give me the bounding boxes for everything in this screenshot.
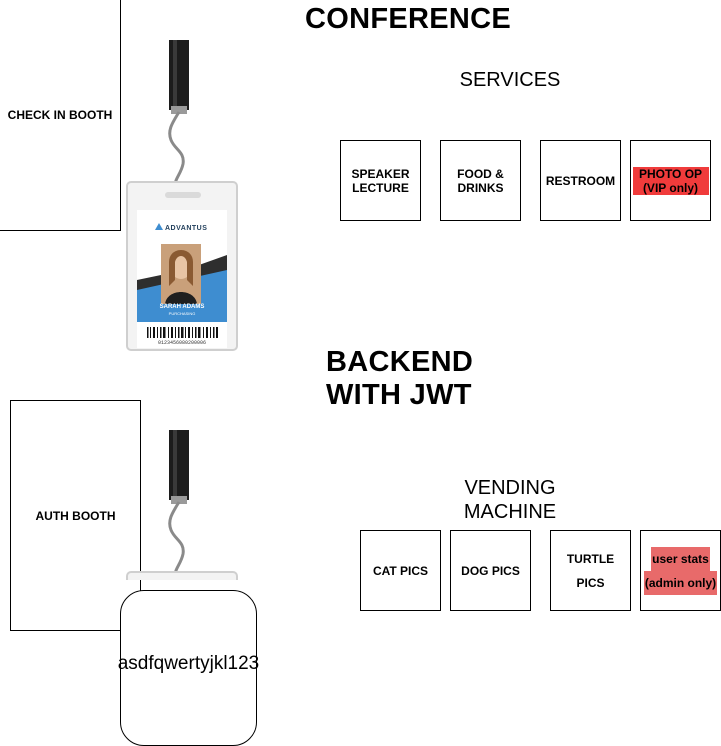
lanyard-illustration	[126, 430, 238, 580]
check-in-booth: CHECK IN BOOTH	[0, 0, 121, 231]
badge-barcode-number: 0123456080200006	[158, 340, 206, 346]
backend-title: BACKEND WITH JWT	[326, 346, 474, 411]
vending-machine-label: VENDING MACHINE	[463, 477, 557, 523]
admin-highlight-line1: user stats	[651, 546, 710, 571]
vending-user-stats-admin: user stats (admin only)	[640, 530, 721, 611]
service-photo-op-vip: PHOTO OP (VIP only)	[630, 140, 711, 221]
conference-title: CONFERENCE	[305, 3, 512, 35]
vending-turtle-pics: TURTLE PICS	[550, 530, 631, 611]
badge-name: SARAH ADAMS	[160, 304, 205, 310]
service-speaker-lecture: SPEAKER LECTURE	[340, 140, 421, 221]
services-label: SERVICES	[459, 69, 561, 91]
id-badge-illustration: ADVANTUS SARAH ADAMS PURCHASING 01234560…	[126, 40, 238, 351]
vip-highlight: PHOTO OP (VIP only)	[632, 166, 709, 195]
auth-booth-label: AUTH BOOTH	[35, 508, 116, 523]
badge-brand: ADVANTUS	[165, 225, 207, 232]
auth-booth: AUTH BOOTH	[10, 400, 141, 631]
jwt-token-card: asdfqwertyjkl123	[117, 590, 260, 746]
service-restroom: RESTROOM	[540, 140, 621, 221]
badge-dept: PURCHASING	[169, 311, 196, 316]
check-in-booth-label: CHECK IN BOOTH	[7, 108, 113, 122]
service-food-drinks: FOOD & DRINKS	[440, 140, 521, 221]
admin-highlight-line2: (admin only)	[643, 570, 718, 595]
vending-cat-pics: CAT PICS	[360, 530, 441, 611]
vending-dog-pics: DOG PICS	[450, 530, 531, 611]
jwt-token-text: asdfqwertyjkl123	[117, 653, 260, 674]
